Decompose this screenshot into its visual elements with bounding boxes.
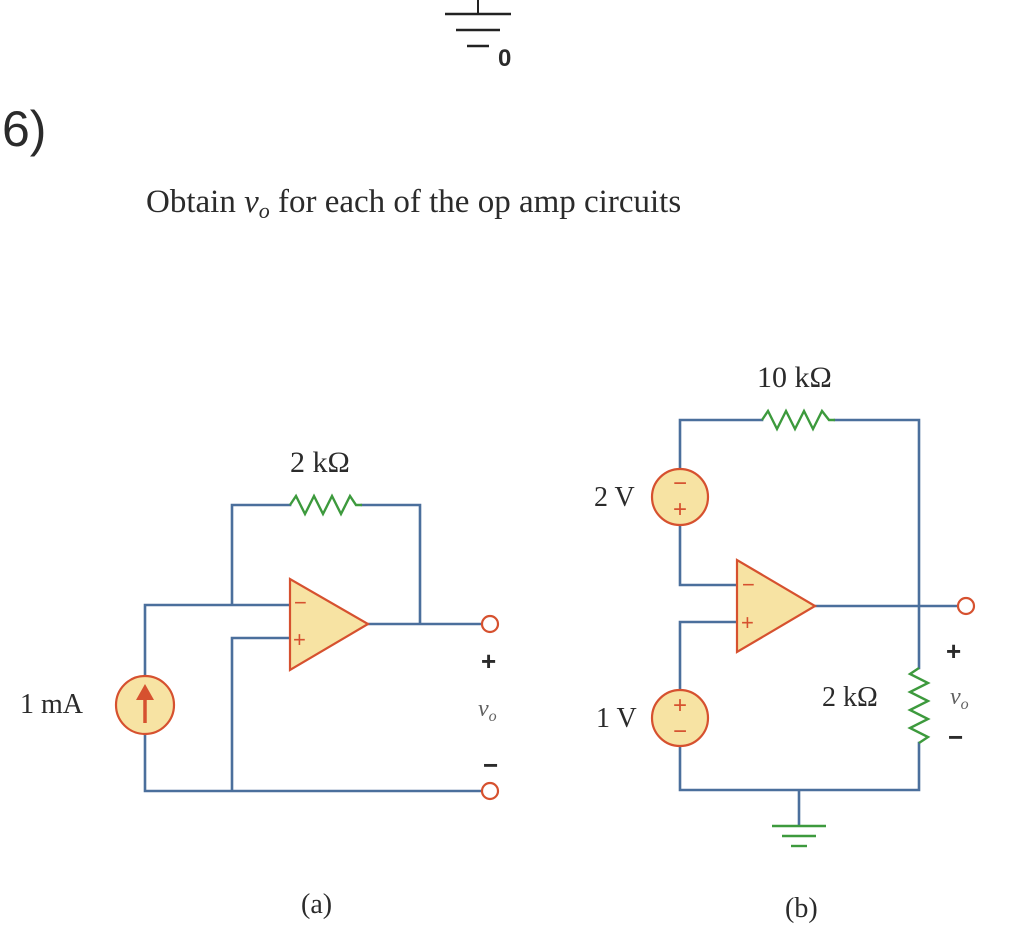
circuit-b-op-amp: [735, 558, 818, 654]
circuit-b-voltage-source-top: [650, 467, 710, 527]
circuit-b-output-terminal: [956, 596, 976, 616]
circuit-a-output-minus: −: [483, 750, 498, 780]
circuit-a-wires: [143, 503, 484, 793]
up-arrow-icon: [136, 684, 154, 723]
circuit-b-load-resistor-label: 2 kΩ: [822, 682, 878, 713]
ground-icon: [772, 824, 826, 848]
circuit-a: 2 kΩ − + 1 mA + vo − (a): [20, 446, 500, 920]
circuit-b-source-top-plus: +: [673, 496, 687, 523]
circuit-a-feedback-resistor-label: 2 kΩ: [290, 446, 350, 479]
circuit-b-source-bottom-minus: −: [673, 718, 687, 745]
prompt-pre: Obtain: [146, 184, 244, 220]
circuit-b: 10 kΩ − + 2 V − + + − 1 V 2 kΩ + vo − (b…: [594, 361, 976, 924]
problem-prompt: Obtain vo for each of the op amp circuit…: [146, 184, 681, 223]
circuit-a-output-plus: +: [481, 646, 496, 676]
circuit-a-op-amp-plus: +: [293, 627, 306, 652]
circuit-a-current-source-label: 1 mA: [20, 689, 84, 720]
circuit-b-voltage-source-bottom: [650, 688, 710, 748]
prompt-subscript: o: [259, 198, 270, 223]
circuit-b-source-bottom-label: 1 V: [596, 703, 637, 734]
circuit-a-op-amp: [288, 577, 371, 672]
circuit-b-output-voltage-label: vo: [950, 684, 969, 713]
circuit-b-source-bottom-plus: +: [673, 692, 687, 719]
circuit-a-output-voltage-label: vo: [478, 696, 497, 725]
circuit-b-load-resistor: [907, 667, 931, 744]
problem-number: 6): [2, 101, 46, 157]
circuit-b-output-plus: +: [946, 636, 961, 666]
circuit-a-op-amp-minus: −: [294, 590, 307, 615]
prompt-variable: v: [244, 184, 259, 220]
prompt-post: for each of the op amp circuits: [270, 184, 681, 220]
circuit-b-source-top-label: 2 V: [594, 482, 635, 513]
circuit-a-output-terminal-top: [480, 614, 500, 634]
circuit-b-caption: (b): [785, 893, 818, 924]
circuit-b-wires: [678, 418, 962, 827]
circuit-a-output-terminal-bottom: [480, 781, 500, 801]
top-ground-node-label: 0: [498, 45, 511, 72]
circuit-b-op-amp-plus: +: [741, 610, 754, 635]
circuit-b-output-minus: −: [948, 722, 963, 752]
circuit-a-feedback-resistor: [289, 493, 362, 517]
circuit-b-op-amp-minus: −: [742, 572, 755, 597]
top-ground-symbol: [445, 0, 511, 48]
circuit-b-source-top-minus: −: [673, 470, 687, 497]
circuit-b-feedback-resistor: [761, 408, 835, 432]
circuit-b-feedback-resistor-label: 10 kΩ: [757, 361, 832, 394]
circuit-a-caption: (a): [301, 889, 332, 920]
